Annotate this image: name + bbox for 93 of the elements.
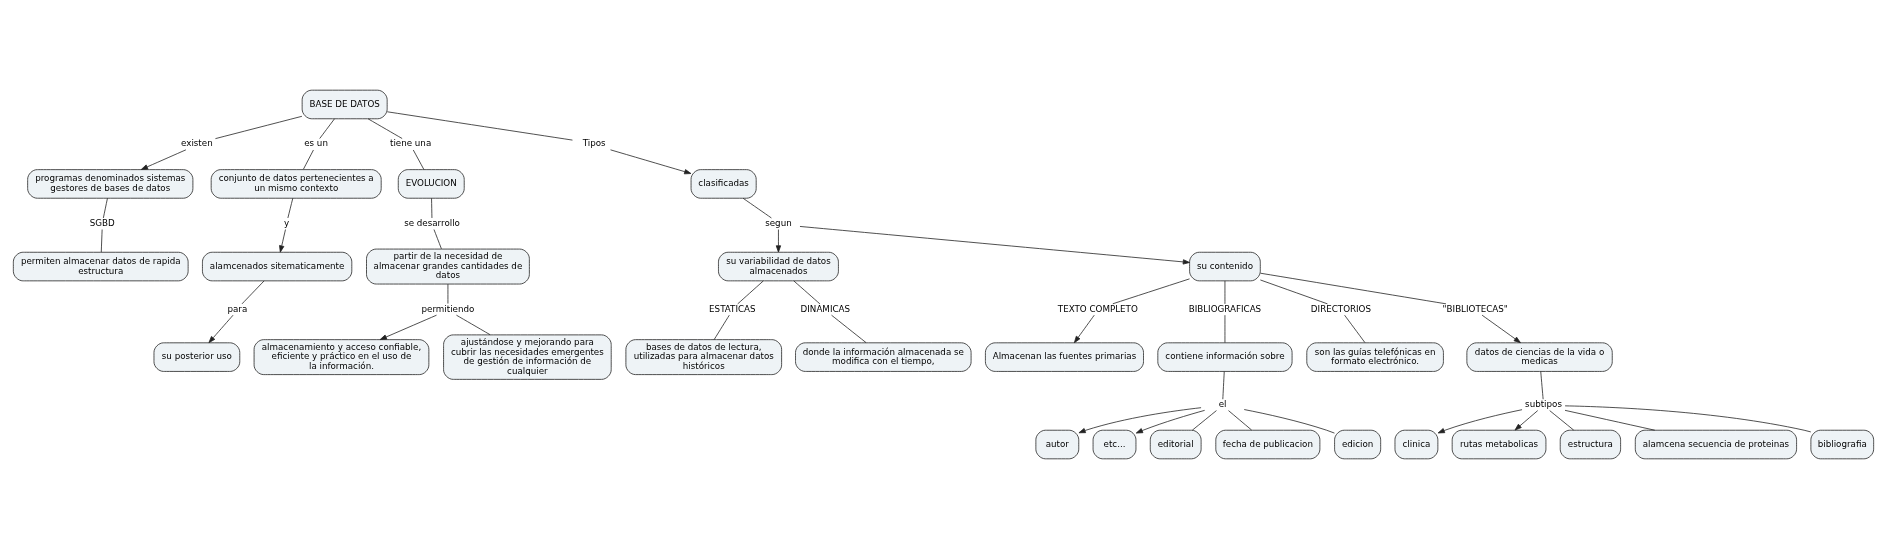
node-box: Almacenan las fuentes primarias — [985, 341, 1144, 372]
connector — [302, 149, 314, 170]
arrow — [799, 225, 1190, 264]
node-box: permiten almacenar datos de rapida estructura — [12, 251, 189, 281]
connector — [1228, 409, 1252, 430]
connector — [1224, 314, 1226, 343]
connector — [1564, 404, 1812, 432]
connector — [431, 197, 433, 218]
node-text: Tipos — [582, 137, 606, 148]
connector — [1260, 279, 1328, 304]
node-text: TEXTO COMPLETO — [1057, 303, 1138, 314]
node-text: existen — [181, 137, 213, 148]
connector — [1112, 277, 1190, 304]
arrow — [1073, 314, 1095, 343]
node-text: DINAMICAS — [800, 303, 851, 314]
node-box: bibliografia — [1810, 429, 1875, 459]
arrow — [610, 148, 692, 174]
connector — [742, 197, 772, 218]
node-box: su contenido — [1189, 251, 1261, 281]
connector — [1191, 409, 1217, 431]
node-text: BIBLIOGRAFICAS — [1188, 303, 1262, 314]
arrow — [379, 314, 437, 340]
connector — [1222, 370, 1225, 400]
connector — [102, 197, 108, 218]
connector — [241, 280, 265, 304]
arrow — [279, 228, 286, 253]
arrow — [208, 314, 234, 343]
connector — [1243, 408, 1335, 433]
node-box: editorial — [1149, 429, 1202, 459]
connector — [1540, 370, 1544, 400]
connector — [793, 280, 821, 304]
node-text: segun — [765, 217, 792, 228]
connector — [319, 117, 335, 139]
arrow — [775, 228, 782, 253]
node-box: clinica — [1394, 429, 1439, 459]
node-box: almacenamiento y acceso confiable, eficiente y práctico en el uso de la información. — [253, 338, 430, 375]
node-text: SGBD — [89, 217, 115, 228]
connector — [1260, 272, 1447, 304]
node-box: datos de ciencias de la vida o medicas — [1466, 341, 1613, 372]
node-box: estructura — [1559, 429, 1621, 459]
connector — [713, 314, 730, 340]
connector — [1224, 280, 1226, 304]
connector — [215, 115, 303, 139]
connector — [386, 110, 573, 140]
node-box: clasificadas — [690, 168, 757, 199]
connector — [433, 228, 442, 249]
node-box: su variabilidad de datos almacenados — [718, 251, 839, 281]
node-text: permitiendo — [421, 303, 475, 314]
arrow — [1437, 408, 1523, 433]
node-box: EVOLUCION — [397, 168, 465, 199]
node-text: se desarrollo — [404, 217, 460, 228]
node-box: contiene información sobre — [1157, 341, 1293, 372]
node-text: para — [227, 303, 248, 314]
arrow — [1514, 409, 1539, 430]
node-box: alamcenados sitematicamente — [202, 251, 353, 281]
node-text: tiene una — [389, 137, 432, 148]
connector — [831, 314, 867, 343]
node-box: ajustándose y mejorando para cubrir las necesidades emergentes de gestión de información de cualquier — [443, 334, 612, 380]
node-box: autor — [1035, 429, 1080, 459]
node-text: el — [1218, 398, 1227, 409]
connector — [367, 117, 403, 139]
connector — [456, 314, 491, 335]
node-box: alamcena secuencia de proteinas — [1634, 429, 1797, 459]
node-text: subtipos — [1525, 398, 1562, 409]
arrow — [140, 148, 187, 170]
connector — [1344, 314, 1366, 343]
node-box: su posterior uso — [153, 341, 241, 372]
node-text: y — [284, 217, 290, 228]
node-box: conjunto de datos pertenecientes a un mismo contexto — [210, 168, 382, 199]
connector — [737, 280, 764, 304]
node-box: bases de datos de lectura, utilizadas para almacenar datos históricos — [625, 338, 782, 375]
connector — [1564, 409, 1656, 431]
node-text: DIRECTORIOS — [1310, 303, 1372, 314]
connector — [287, 197, 294, 218]
arrow — [1078, 406, 1202, 433]
connector — [412, 149, 425, 170]
node-box: donde la información almacenada se modifica con el tiempo, — [795, 341, 972, 372]
arrow — [1135, 409, 1206, 433]
node-text: ESTATICAS — [709, 303, 756, 314]
connector — [100, 228, 103, 253]
arrow — [1481, 314, 1521, 343]
connector — [447, 283, 449, 304]
node-text: "BIBLIOTECAS" — [1442, 303, 1508, 314]
node-box: son las guías telefónicas en formato electrónico. — [1306, 341, 1444, 372]
node-box: edicion — [1334, 429, 1382, 459]
node-box: etc... — [1092, 429, 1137, 459]
node-box: rutas metabolicas — [1451, 429, 1547, 459]
node-box: BASE DE DATOS — [301, 89, 388, 119]
node-text: es un — [304, 137, 328, 148]
node-box: programas denominados sistemas gestores de bases de datos — [27, 168, 194, 199]
connector — [1549, 409, 1575, 431]
node-box: fecha de publicacion — [1215, 429, 1321, 459]
node-box: partir de la necesidad de almacenar grandes cantidades de datos — [366, 248, 530, 284]
